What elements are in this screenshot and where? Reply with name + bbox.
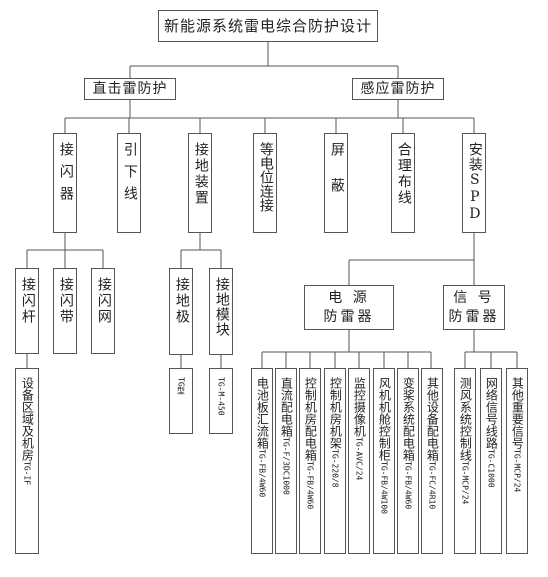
- grounding-device-node: 接地装置: [188, 133, 212, 233]
- rod-application-leaf: 设备区域及机房 TG-IF: [15, 368, 39, 554]
- ground-module-model: TG-M-450: [216, 377, 226, 416]
- power-spd-node: 电 源 防雷器: [304, 285, 394, 330]
- ground-module-node: 接地模块: [209, 268, 233, 355]
- air-rod-label: 接闪杆: [19, 277, 36, 325]
- ground-module-model-leaf: TG-M-450: [209, 368, 233, 434]
- grounding-device-label: 接地装置: [192, 142, 209, 206]
- power-leaf-text: 其他设备配电箱: [425, 377, 440, 461]
- signal-leaf-code: TG-MCP/24: [460, 461, 470, 505]
- power-leaf-text: 直流配电箱: [279, 377, 294, 437]
- signal-leaf-text: 其他重要信号: [510, 377, 525, 449]
- power-leaf-text: 控制机房配电箱: [303, 377, 318, 461]
- power-leaf-code: TG-FC/4R10: [427, 461, 437, 510]
- power-leaf-text: 控制机房机架: [328, 377, 343, 449]
- air-terminal-label: 接闪器: [57, 142, 74, 208]
- power-leaf-text: 电池板汇流箱: [255, 377, 270, 449]
- air-rod-node: 接闪杆: [15, 268, 39, 354]
- signal-leaf-code: TG-MCP/24: [512, 449, 522, 493]
- ground-electrode-model: TG型: [176, 377, 186, 395]
- ground-electrode-node: 接地极: [169, 268, 193, 355]
- signal-spd-node: 信 号 防雷器: [443, 285, 505, 330]
- signal-leaf-text: 网络信号线路: [484, 377, 499, 449]
- signal-leaf-code: TG-C1000: [486, 449, 496, 488]
- induced-strike-label: 感应雷防护: [360, 81, 436, 97]
- signal-spd-line1: 信 号: [453, 289, 495, 306]
- rod-application-code: TG-IF: [22, 461, 32, 486]
- power-leaf-text: 风机机舱控制柜: [377, 377, 392, 461]
- root-label: 新能源系统雷电综合防护设计: [163, 16, 372, 35]
- shielding-label: 屏蔽: [328, 142, 345, 214]
- power-leaf-code: TG-F/3DC1000: [281, 437, 291, 495]
- power-leaf-text: 监控摄像机: [352, 377, 367, 437]
- ground-electrode-model-leaf: TG型: [169, 368, 193, 434]
- power-spd-line2: 防雷器: [323, 308, 375, 325]
- direct-strike-label: 直击雷防护: [92, 81, 168, 97]
- down-conductor-label: 引下线: [121, 142, 138, 208]
- direct-strike-node: 直击雷防护: [84, 78, 176, 100]
- install-spd-label: 安装SPD: [466, 142, 483, 223]
- ground-electrode-label: 接地极: [173, 277, 190, 325]
- power-leaf-code: TG-FB/4W60: [305, 461, 315, 510]
- wiring-label: 合理布线: [395, 142, 412, 206]
- air-mesh-label: 接闪网: [95, 277, 112, 325]
- air-strip-node: 接闪带: [53, 268, 77, 354]
- air-strip-label: 接闪带: [57, 277, 74, 325]
- ground-module-label: 接地模块: [213, 277, 230, 337]
- power-leaf-code: TG-FB/4W60: [257, 449, 267, 498]
- install-spd-node: 安装SPD: [462, 133, 486, 233]
- rod-application-text: 设备区域及机房: [20, 377, 35, 461]
- power-leaf-code: TG-220/8: [330, 449, 340, 488]
- power-leaf-code: TG-FB/4W100: [379, 461, 389, 514]
- signal-spd-line2: 防雷器: [448, 308, 500, 325]
- equipotential-node: 等电位连接: [253, 133, 277, 233]
- down-conductor-node: 引下线: [117, 133, 141, 233]
- power-leaf-code: TG-AVC/24: [354, 437, 364, 481]
- signal-leaf-text: 测风系统控制线: [458, 377, 473, 461]
- air-mesh-node: 接闪网: [91, 268, 115, 354]
- power-leaf-code: TG-FB/4W60: [403, 461, 413, 510]
- power-spd-line1: 电 源: [328, 289, 370, 306]
- equipotential-label: 等电位连接: [257, 142, 274, 212]
- root-node: 新能源系统雷电综合防护设计: [158, 10, 378, 42]
- shielding-node: 屏蔽: [324, 133, 348, 233]
- wiring-node: 合理布线: [391, 133, 415, 233]
- power-leaf-text: 变桨系统配电箱: [401, 377, 416, 461]
- air-terminal-node: 接闪器: [53, 133, 77, 233]
- induced-strike-node: 感应雷防护: [352, 78, 444, 100]
